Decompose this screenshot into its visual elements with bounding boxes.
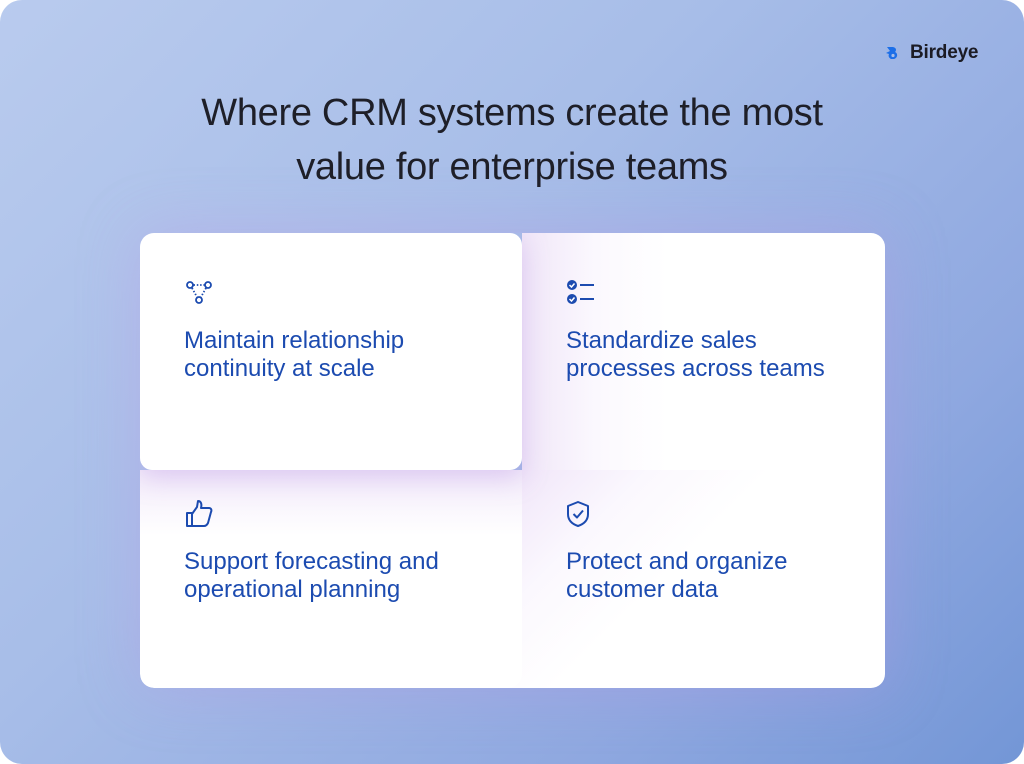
- title-line-2: value for enterprise teams: [296, 146, 728, 188]
- bird-logo-icon: [886, 47, 898, 59]
- card-forecasting: Support forecasting and operational plan…: [140, 470, 522, 688]
- value-cards-grid: Maintain relationship continuity at scal…: [140, 233, 885, 688]
- card-protect-data: Protect and organize customer data: [500, 470, 885, 688]
- page-title: Where CRM systems create the most value …: [0, 86, 1024, 194]
- checklist-icon: [567, 280, 594, 304]
- title-line-1: Where CRM systems create the most: [201, 92, 823, 134]
- card-standardize-processes: Standardize sales processes across teams: [522, 233, 885, 470]
- card-label: Standardize sales processes across teams: [566, 327, 825, 382]
- card-label: Protect and organize customer data: [566, 548, 788, 603]
- shield-check-icon: [567, 501, 589, 527]
- thumbs-up-icon: [186, 500, 213, 527]
- brand-name: Birdeye: [910, 42, 979, 63]
- card-label: Maintain relationship continuity at scal…: [184, 327, 405, 382]
- network-icon: [186, 281, 212, 304]
- card-relationship-continuity: Maintain relationship continuity at scal…: [140, 233, 522, 470]
- brand-logo: Birdeye: [886, 42, 979, 64]
- card-label: Support forecasting and operational plan…: [184, 548, 439, 603]
